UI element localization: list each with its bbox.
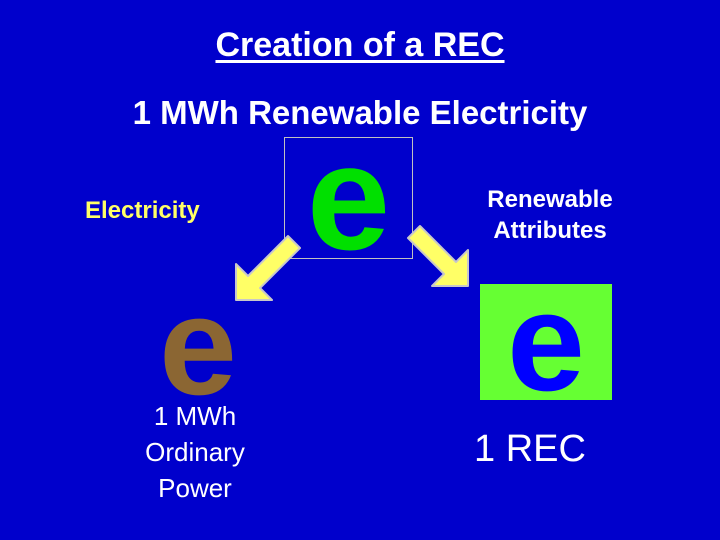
ordinary-power-line-3: Power: [158, 473, 232, 503]
rec-box: [480, 284, 612, 400]
ordinary-power-e-symbol: e: [159, 267, 237, 424]
rec-e-symbol: e: [507, 263, 585, 420]
renewable-attributes-line-2: Attributes: [493, 217, 607, 244]
right-arrow: [407, 225, 469, 287]
slide-title: Creation of a REC: [215, 26, 505, 64]
rec-label: 1 REC: [474, 428, 586, 470]
electricity-label: Electricity: [85, 197, 200, 224]
renewable-attributes-line-1: Renewable: [487, 186, 613, 213]
renewable-electricity-box: [284, 137, 413, 259]
ordinary-power-line-2: Ordinary: [145, 437, 245, 467]
renewable-electricity-e-symbol: e: [306, 113, 391, 281]
left-arrow: [235, 235, 301, 301]
renewable-attributes-label: Renewable Attributes: [440, 184, 660, 246]
ordinary-power-label: 1 MWh Ordinary Power: [110, 398, 280, 506]
slide-subtitle: 1 MWh Renewable Electricity: [132, 94, 588, 131]
ordinary-power-line-1: 1 MWh: [153, 401, 237, 431]
